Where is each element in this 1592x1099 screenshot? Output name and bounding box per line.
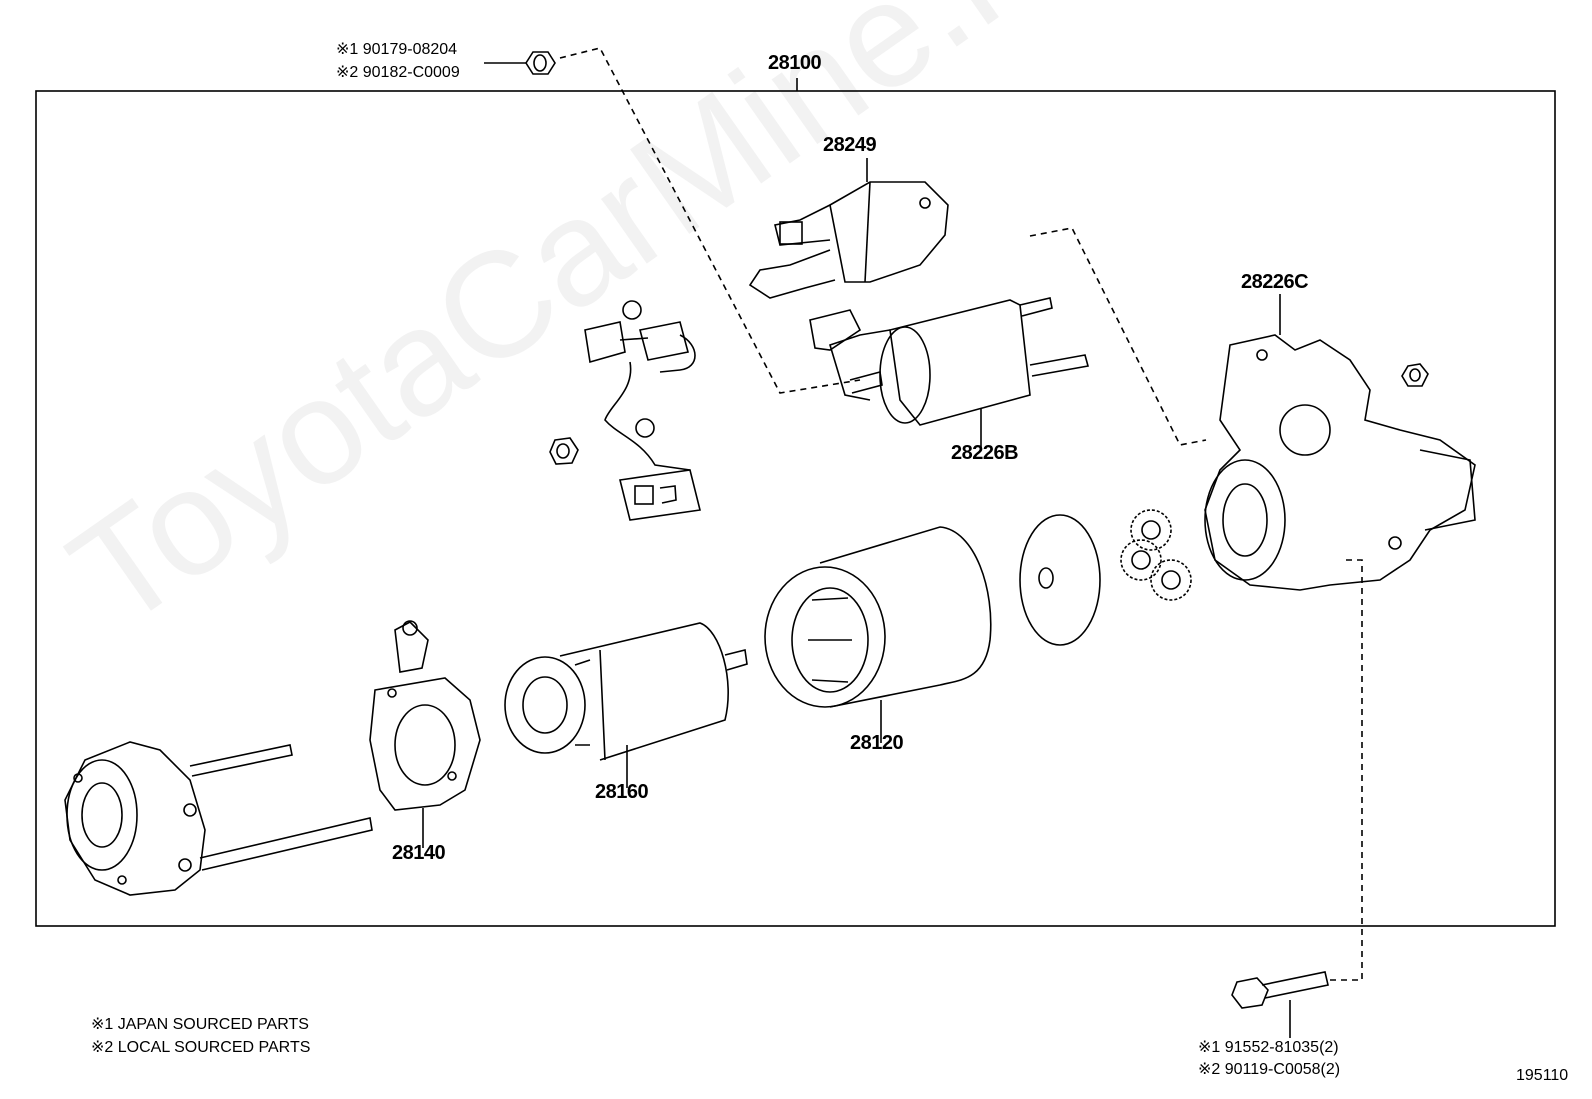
planetary-gears-icon [1120,509,1192,601]
bolt-code-local: ※2 90119-C0058(2) [1198,1061,1341,1078]
plate-icon [1019,514,1101,646]
part-label-28226b: 28226B [951,442,1019,464]
assembly-frame [35,90,1556,927]
small-nut-icon [549,437,579,465]
part-label-28226c: 28226C [1241,271,1309,293]
drive-housing-icon [1204,334,1476,591]
part-label-28120: 28120 [850,732,904,754]
legend-local: ※2 LOCAL SOURCED PARTS [91,1039,311,1056]
wire-harness-icon [584,300,701,521]
diagram-id: 195110 [1516,1067,1569,1084]
part-label-28249: 28249 [823,134,877,156]
nut-code-japan: ※1 90179-08204 [336,41,458,58]
housing-dashed-path [1029,227,1207,446]
solenoid-body-icon [809,297,1090,426]
assembly-number: 28100 [768,52,822,74]
top-nut-icon [525,51,556,75]
nut-code-local: ※2 90182-C0009 [336,64,460,81]
brush-holder-icon [369,620,481,811]
legend-japan: ※1 JAPAN SOURCED PARTS [91,1016,309,1033]
bolt-dashed-path [1330,559,1363,981]
bottom-bolt-icon [1231,971,1329,1009]
nut-dashed-path [559,47,861,394]
end-cover-icon [64,741,373,896]
solenoid-cap-icon [748,181,949,299]
part-label-28160: 28160 [595,781,649,803]
bolt-code-japan: ※1 91552-81035(2) [1198,1039,1339,1056]
armature-icon [504,622,748,761]
right-nut-icon [1401,363,1429,387]
part-label-28140: 28140 [392,842,446,864]
yoke-icon [764,526,992,708]
